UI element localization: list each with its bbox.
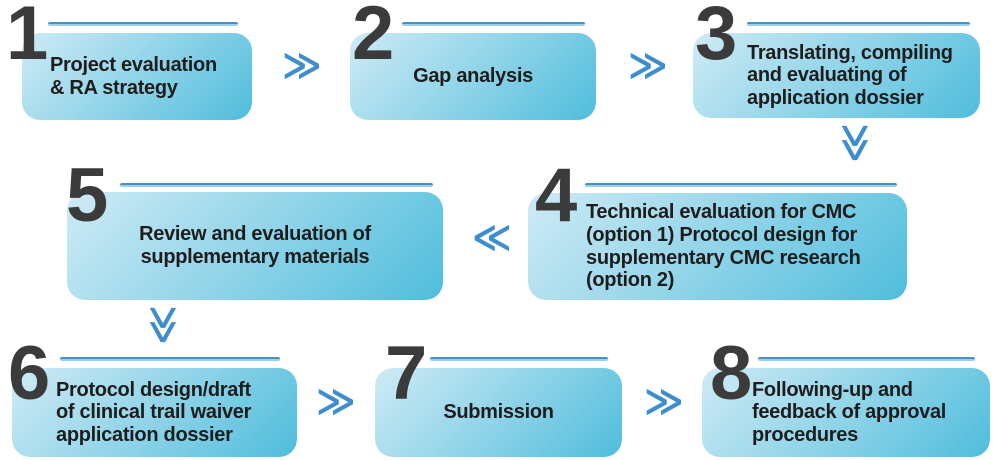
step-4-number: 4 <box>535 153 577 238</box>
step-8-number: 8 <box>710 331 752 416</box>
step-2-accent-line <box>402 22 585 26</box>
step-6-number: 6 <box>8 331 50 416</box>
step-5-accent-line <box>120 183 433 187</box>
step-6-label: Protocol design/draft of clinical trail … <box>56 378 252 446</box>
step-3-box: Translating, compiling and evaluating of… <box>693 33 980 118</box>
arrow-down-icon: ≫ <box>833 123 878 163</box>
step-5-label: Review and evaluation of supplementary m… <box>139 223 371 268</box>
arrow-right-icon: ≫ <box>282 43 322 87</box>
arrow-right-icon: ≫ <box>316 379 356 423</box>
step-3-label: Translating, compiling and evaluating of… <box>747 41 953 109</box>
arrow-down-icon: ≫ <box>141 305 186 345</box>
step-6-accent-line <box>60 357 280 361</box>
arrow-right-icon: ≫ <box>644 379 684 423</box>
step-8-accent-line <box>758 357 975 361</box>
step-4-box: Technical evaluation for CMC (option 1) … <box>528 193 907 300</box>
step-4-accent-line <box>585 183 897 187</box>
step-3-number: 3 <box>695 0 737 76</box>
arrow-right-icon: ≫ <box>628 43 668 87</box>
arrow-left-icon: ≪ <box>472 215 512 259</box>
step-8-box: Following-up and feedback of approval pr… <box>702 368 990 457</box>
step-6-box: Protocol design/draft of clinical trail … <box>12 368 297 457</box>
step-2-label: Gap analysis <box>413 65 533 88</box>
step-5-box: Review and evaluation of supplementary m… <box>67 192 443 300</box>
step-7-accent-line <box>430 357 608 361</box>
step-1-number: 1 <box>6 0 48 76</box>
step-7-number: 7 <box>385 331 427 416</box>
step-1-box: Project evaluation & RA strategy <box>22 33 252 120</box>
step-2-box: Gap analysis <box>350 33 596 120</box>
step-7-box: Submission <box>375 368 622 457</box>
step-7-label: Submission <box>443 401 554 424</box>
step-2-number: 2 <box>352 0 394 76</box>
step-8-label: Following-up and feedback of approval pr… <box>752 378 947 446</box>
step-1-label: Project evaluation & RA strategy <box>50 53 217 99</box>
step-5-number: 5 <box>66 153 108 238</box>
step-3-accent-line <box>747 22 970 26</box>
step-1-accent-line <box>48 22 238 26</box>
step-4-label: Technical evaluation for CMC (option 1) … <box>586 201 861 292</box>
